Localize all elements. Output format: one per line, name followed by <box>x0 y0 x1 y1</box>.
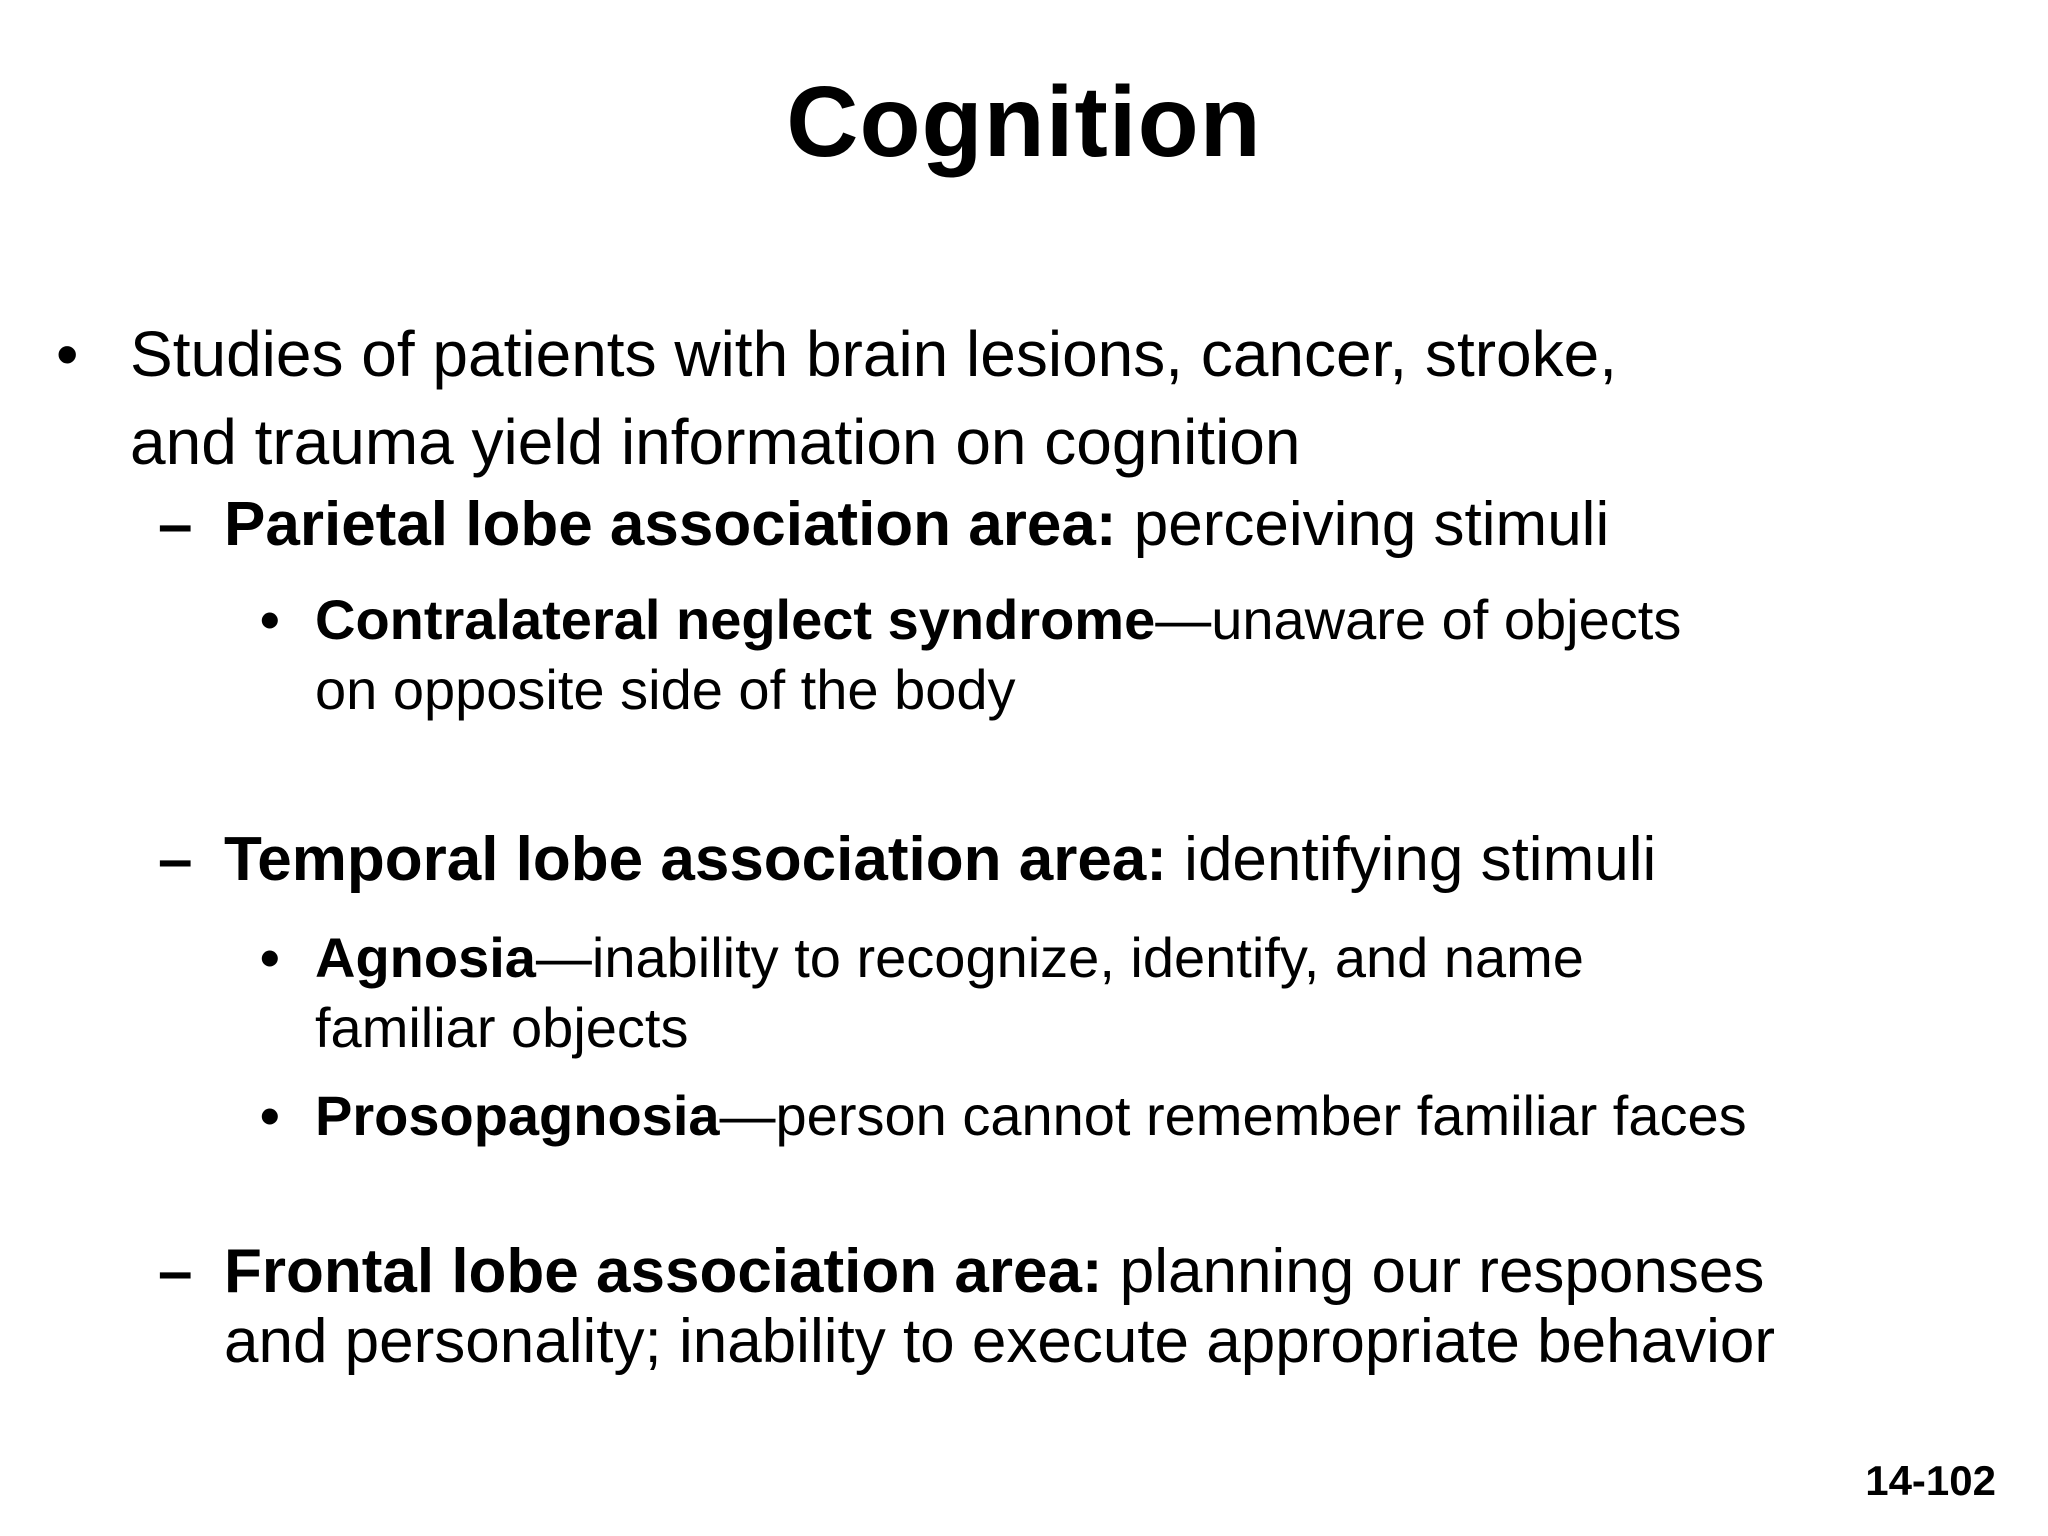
bullet-line-text: planning our responses <box>1102 1237 1765 1306</box>
bullet-marker: • <box>56 318 79 390</box>
bullet-frontal: – Frontal lobe association area: plannin… <box>0 1237 2048 1377</box>
bullet-text: Frontal lobe association area: planning … <box>224 1237 1775 1377</box>
bullet-line: Temporal lobe association area: identify… <box>224 825 1656 895</box>
bullet-line-text: —unaware of objects <box>1155 588 1682 651</box>
bullet-line-text: —person cannot remember familiar faces <box>719 1084 1747 1147</box>
bullet-agnosia: • Agnosia—inability to recognize, identi… <box>0 923 2048 1063</box>
bullet-term: Agnosia <box>315 926 536 989</box>
dash-marker: – <box>158 825 193 894</box>
dash-marker: – <box>158 1237 193 1306</box>
bullet-marker: • <box>260 1084 280 1147</box>
bullet-line-text: —inability to recognize, identify, and n… <box>535 926 1584 989</box>
bullet-text: Agnosia—inability to recognize, identify… <box>315 923 1584 1063</box>
bullet-line: Frontal lobe association area: planning … <box>224 1237 1775 1307</box>
bullet-text: Temporal lobe association area: identify… <box>224 825 1656 895</box>
bullet-studies: • Studies of patients with brain lesions… <box>0 310 2048 486</box>
bullet-text: Contralateral neglect syndrome—unaware o… <box>315 585 1681 725</box>
bullet-line-text: Studies of patients with brain lesions, … <box>130 318 1617 390</box>
bullet-line-text: perceiving stimuli <box>1116 490 1610 559</box>
bullet-term: Prosopagnosia <box>315 1084 720 1147</box>
bullet-line: Contralateral neglect syndrome—unaware o… <box>315 585 1681 655</box>
bullet-line: and trauma yield information on cognitio… <box>130 398 1617 486</box>
dash-marker: – <box>158 490 193 559</box>
bullet-marker: • <box>260 926 280 989</box>
bullet-parietal: – Parietal lobe association area: percei… <box>0 490 2048 560</box>
bullet-line-text: identifying stimuli <box>1166 825 1657 894</box>
bullet-term: Contralateral neglect syndrome <box>315 588 1156 651</box>
bullet-marker: • <box>260 588 280 651</box>
bullet-line: Prosopagnosia—person cannot remember fam… <box>315 1081 1747 1151</box>
bullet-prosopagnosia: • Prosopagnosia—person cannot remember f… <box>0 1081 2048 1151</box>
page-number: 14-102 <box>1865 1457 1996 1504</box>
slide-title: Cognition <box>786 66 1262 178</box>
slide-body: • Studies of patients with brain lesions… <box>0 310 2048 1377</box>
bullet-line: and personality; inability to execute ap… <box>224 1307 1775 1377</box>
bullet-line: Studies of patients with brain lesions, … <box>130 310 1617 398</box>
bullet-line-text: and trauma yield information on cognitio… <box>130 406 1301 478</box>
bullet-line-text: on opposite side of the body <box>315 658 1016 721</box>
bullet-line: familiar objects <box>315 993 1584 1063</box>
bullet-line-text: familiar objects <box>315 996 689 1059</box>
bullet-term: Frontal lobe association area: <box>224 1237 1103 1306</box>
bullet-line: Parietal lobe association area: perceivi… <box>224 490 1609 560</box>
bullet-line: Agnosia—inability to recognize, identify… <box>315 923 1584 993</box>
bullet-text: Parietal lobe association area: perceivi… <box>224 490 1609 560</box>
bullet-line: on opposite side of the body <box>315 655 1681 725</box>
bullet-line-text: and personality; inability to execute ap… <box>224 1307 1775 1376</box>
bullet-text: Prosopagnosia—person cannot remember fam… <box>315 1081 1747 1151</box>
bullet-term: Temporal lobe association area: <box>224 825 1167 894</box>
bullet-contralateral: • Contralateral neglect syndrome—unaware… <box>0 585 2048 725</box>
bullet-temporal: – Temporal lobe association area: identi… <box>0 825 2048 895</box>
bullet-term: Parietal lobe association area: <box>224 490 1117 559</box>
bullet-text: Studies of patients with brain lesions, … <box>130 310 1617 486</box>
